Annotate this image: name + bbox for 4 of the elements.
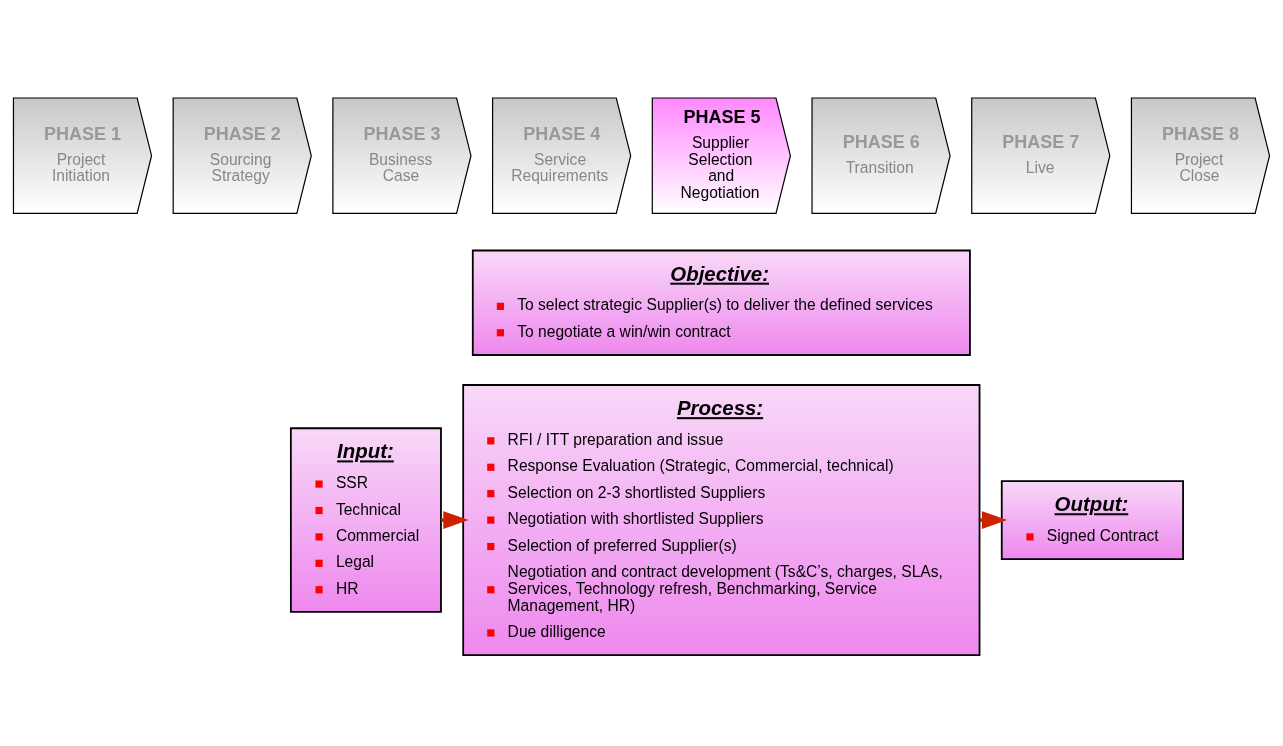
node-box: Objective: To select strategic Supplier(s) to deliver the defined services To negotiate a win/win contract (471, 249, 971, 356)
node-box: Process: RFI / ITT preparation and issue Response Evaluation (Strategic, Commercial, technical) Selection on 2-3 shortlisted Suppliers Negotiation with shortlisted Suppliers Selection of preferred Supplier(s) Negotiation and contract development (Ts&C’s, charges, SLAs, Services, Technology refresh, Benchmarking, Service Management, HR) Due dilligence (462, 384, 981, 657)
node-box: Output: Signed Contract (1000, 480, 1184, 561)
node-box: Input: SSR Technical Commercial Legal HR (289, 427, 442, 613)
